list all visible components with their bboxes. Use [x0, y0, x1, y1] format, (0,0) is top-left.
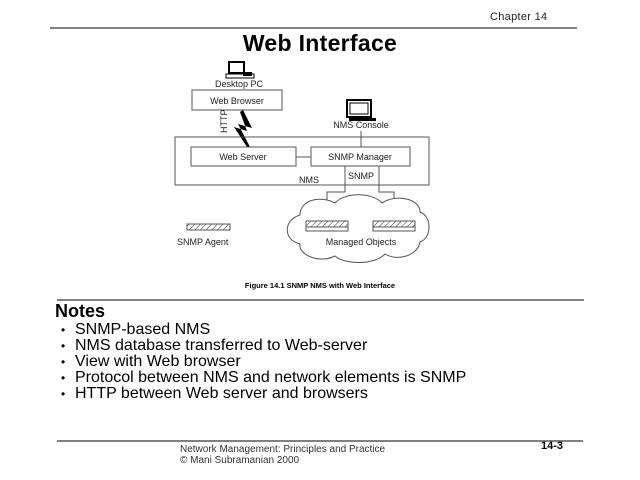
footer-book-title: Network Management: Principles and Pract…: [180, 444, 386, 455]
managed-objects-label: Managed Objects: [326, 237, 397, 247]
header-rule: [50, 27, 577, 29]
web-browser-label: Web Browser: [210, 96, 264, 106]
footer-copyright: © Mani Subramanian 2000: [180, 455, 300, 466]
notes-item: Protocol between NMS and network element…: [58, 370, 545, 387]
page-number: 14-3: [541, 440, 564, 452]
footer-rule: [57, 440, 583, 442]
snmp-agent-legend-icon: [186, 223, 231, 231]
nms-label: NMS: [299, 175, 319, 185]
nms-console-icon: [346, 99, 376, 121]
nms-box: [174, 136, 430, 186]
managed-object-2: [372, 220, 416, 232]
notes-rule: [57, 299, 584, 301]
snmp-label: SNMP: [348, 171, 374, 181]
nms-console-label: NMS Console: [333, 120, 389, 130]
desktop-pc-label: Desktop PC: [215, 79, 264, 89]
web-server-label: Web Server: [219, 152, 266, 162]
chapter-label: Chapter 14: [490, 11, 548, 23]
notes-item: HTTP between Web server and browsers: [58, 386, 545, 403]
notes-heading: Notes: [55, 301, 106, 321]
snmp-manager-label: SNMP Manager: [328, 152, 392, 162]
snmp-web-diagram: Desktop PC Web Browser HTTP NMS Console …: [174, 61, 430, 263]
notes-item: SNMP-based NMS: [58, 322, 545, 339]
managed-objects-cloud: [286, 194, 430, 263]
http-link-bolt: [234, 110, 252, 147]
slide-title: Web Interface: [242, 30, 398, 56]
web-browser-box: [191, 89, 283, 111]
figure-caption: Figure 14.1 SNMP NMS with Web Interface: [244, 281, 396, 290]
http-label: HTTP: [219, 110, 229, 134]
notes-item: View with Web browser: [58, 354, 545, 371]
managed-object-1: [305, 220, 349, 232]
snmp-agent-label: SNMP Agent: [177, 237, 229, 247]
desktop-pc-icon: [225, 61, 255, 79]
notes-list: SNMP-based NMS NMS database transferred …: [58, 322, 545, 403]
snmp-manager-box: [310, 146, 411, 167]
notes-item: NMS database transferred to Web-server: [58, 338, 545, 355]
